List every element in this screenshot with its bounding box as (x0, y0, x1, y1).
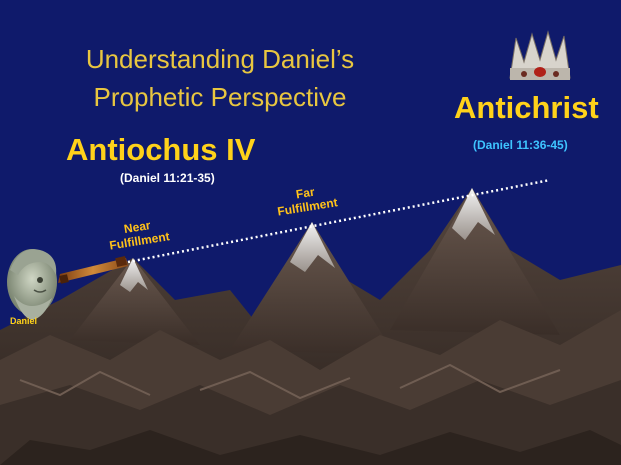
antichrist-peak (390, 188, 560, 335)
daniel-label: Daniel (10, 316, 37, 326)
crown-icon (510, 32, 570, 80)
title-line-1: Understanding Daniel’s (40, 40, 400, 78)
antichrist-label: Antichrist (454, 90, 599, 126)
title-line-2: Prophetic Perspective (40, 78, 400, 116)
antiochus-reference: (Daniel 11:21-35) (120, 171, 215, 185)
antichrist-reference: (Daniel 11:36-45) (473, 138, 568, 152)
antiochus-label: Antiochus IV (66, 132, 255, 168)
slide-title: Understanding Daniel’s Prophetic Perspec… (40, 40, 400, 116)
far-peak (230, 222, 395, 355)
